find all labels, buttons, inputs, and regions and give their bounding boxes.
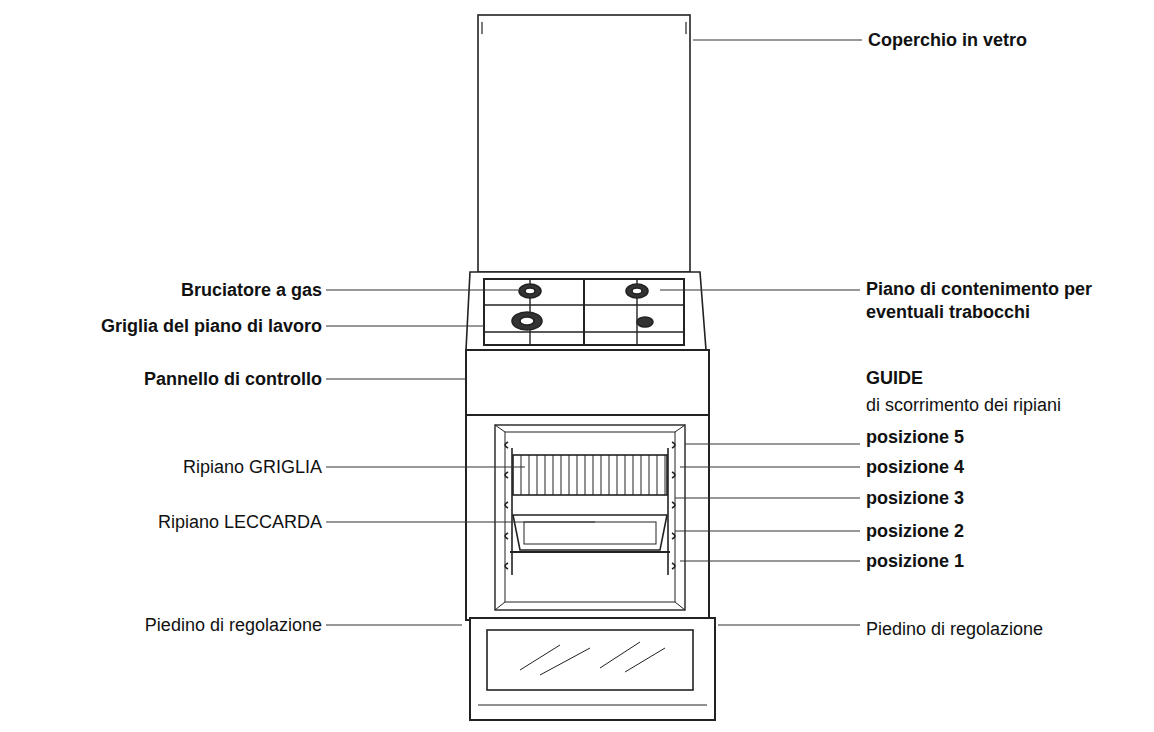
part-label: di scorrimento dei ripiani: [866, 394, 1061, 417]
part-label: Pannello di controllo: [144, 368, 322, 391]
part-label: Ripiano GRIGLIA: [183, 456, 322, 479]
part-label: posizione 4: [866, 456, 964, 479]
part-label: posizione 2: [866, 520, 964, 543]
part-label: Bruciatore a gas: [181, 279, 322, 302]
part-label: Ripiano LECCARDA: [158, 511, 322, 534]
part-label: Piedino di regolazione: [866, 618, 1043, 641]
part-label: posizione 1: [866, 550, 964, 573]
part-label: posizione 5: [866, 426, 964, 449]
part-label: posizione 3: [866, 487, 964, 510]
part-label: Griglia del piano di lavoro: [101, 315, 322, 338]
part-label: GUIDE: [866, 367, 923, 390]
part-label: Piedino di regolazione: [145, 614, 322, 637]
part-label: Coperchio in vetro: [868, 29, 1027, 52]
part-label: Piano di contenimento per eventuali trab…: [866, 278, 1111, 324]
